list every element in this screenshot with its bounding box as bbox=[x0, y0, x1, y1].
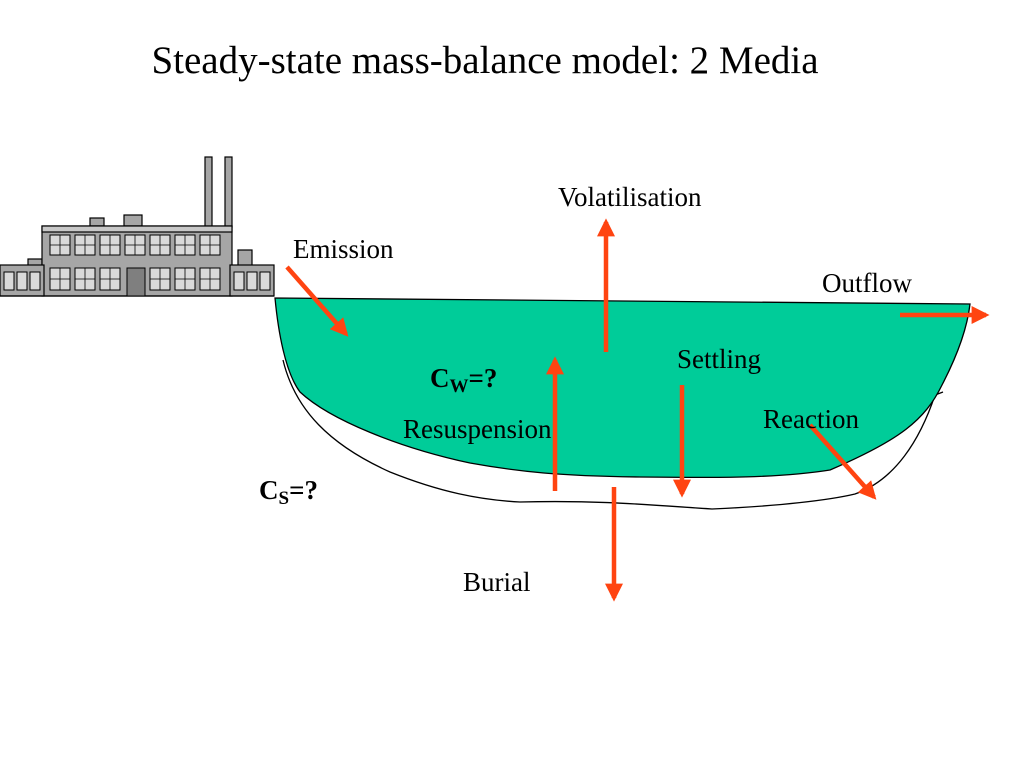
reaction-arrow bbox=[808, 423, 877, 500]
volatilisation-label: Volatilisation bbox=[558, 182, 702, 212]
emission-arrow bbox=[285, 265, 349, 337]
outflow-label: Outflow bbox=[822, 268, 912, 298]
settling-label: Settling bbox=[677, 344, 762, 374]
factory-window bbox=[3, 271, 15, 291]
factory-windows bbox=[3, 234, 271, 297]
factory-window bbox=[29, 271, 41, 291]
sediment-concentration: CS=? bbox=[259, 475, 318, 509]
factory-window bbox=[16, 271, 28, 291]
factory-window bbox=[233, 271, 245, 291]
emission-label: Emission bbox=[293, 234, 394, 264]
water-concentration: CW=? bbox=[430, 363, 498, 397]
burial-label: Burial bbox=[463, 567, 531, 597]
factory-window bbox=[246, 271, 258, 291]
factory-door bbox=[126, 267, 146, 297]
reaction-label: Reaction bbox=[763, 404, 859, 434]
water-body bbox=[274, 297, 971, 479]
slide-title: Steady-state mass-balance model: 2 Media bbox=[151, 39, 819, 82]
factory-window bbox=[259, 271, 271, 291]
resuspension-label: Resuspension bbox=[403, 414, 552, 444]
